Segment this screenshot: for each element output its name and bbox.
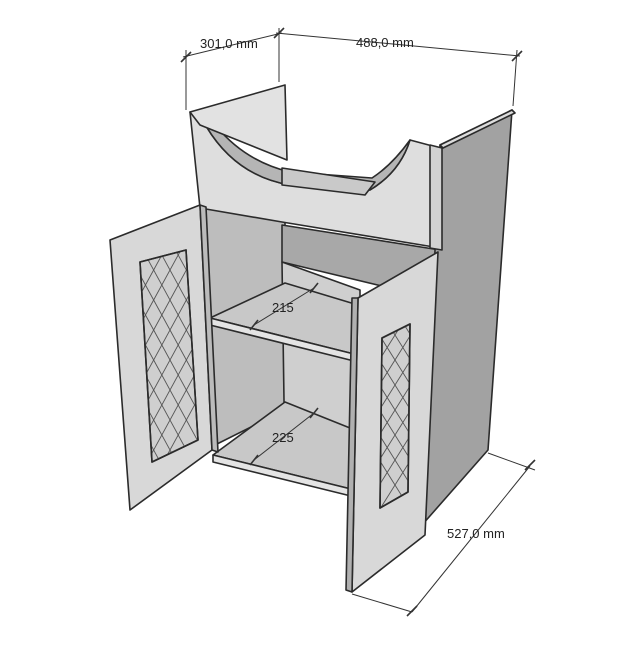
height-label: 527,0 mm: [447, 526, 505, 541]
middle-stretcher: [281, 167, 376, 196]
depth-label: 301,0 mm: [200, 36, 258, 51]
left-door: [109, 204, 219, 511]
lower-shelf-gap-label: 225: [272, 430, 294, 445]
dimension-depth: [180, 27, 285, 110]
basin-cutout: [199, 114, 411, 191]
width-label: 488,0 mm: [356, 35, 414, 50]
dimension-height: [351, 452, 536, 617]
right-door-lattice: [380, 324, 410, 508]
left-door-lattice: [140, 250, 198, 462]
dimension-lower-shelf: [249, 407, 319, 466]
dimension-width: [275, 32, 523, 107]
dimension-upper-shelf: [249, 282, 319, 331]
right-door: [345, 251, 439, 593]
cabinet-body: [189, 84, 516, 526]
right-side-panel-edge: [439, 109, 516, 149]
top-left-riser: [189, 84, 288, 161]
upper-shelf-gap-label: 215: [272, 300, 294, 315]
top-right-post: [429, 144, 443, 251]
